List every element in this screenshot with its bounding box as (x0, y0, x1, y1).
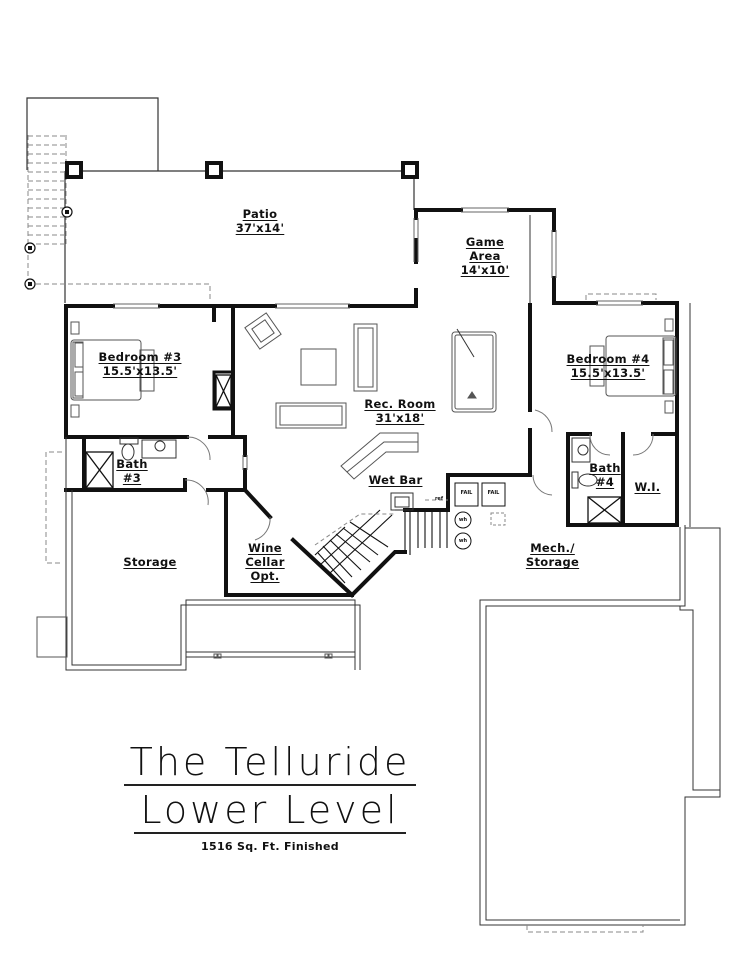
room-label-bath-3: Bath #3 (112, 457, 152, 485)
room-label-bedroom-4: Bedroom #4 15.5'x13.5' (553, 352, 663, 380)
room-name: Mech./ (530, 541, 575, 555)
room-name: Bath (116, 457, 148, 471)
room-name: Rec. Room (364, 397, 436, 411)
room-name: Game (465, 235, 505, 249)
room-size: 31'x18' (375, 411, 425, 425)
room-name: Bath (589, 461, 621, 475)
room-number: #4 (595, 475, 615, 489)
room-size: 15.5'x13.5' (102, 364, 178, 378)
room-name: Area (469, 249, 501, 263)
room-label-walk-in: W.I. (630, 480, 665, 494)
room-name: Wine (248, 541, 282, 555)
room-name: W.I. (634, 480, 661, 494)
room-name: Wet Bar (368, 473, 423, 487)
room-label-bath-4: Bath #4 (585, 461, 625, 489)
room-label-game-area: Game Area 14'x10' (445, 235, 525, 277)
furnace-label-2: FAIL (487, 490, 500, 496)
post (65, 161, 83, 179)
room-label-rec-room: Rec. Room 31'x18' (355, 397, 445, 425)
room-number: #3 (122, 471, 142, 485)
room-label-wet-bar: Wet Bar (358, 473, 433, 487)
room-name: Opt. (250, 569, 280, 583)
room-name: Storage (123, 555, 177, 569)
fridge-label: ref (434, 496, 444, 502)
plan-title: The Telluride (123, 740, 417, 786)
room-label-mech-storage: Mech./ Storage (515, 541, 590, 569)
plan-level: Lower Level (134, 788, 406, 834)
room-name: Cellar (245, 555, 285, 569)
room-size: 14'x10' (460, 263, 510, 277)
room-label-storage: Storage (110, 555, 190, 569)
room-name: Patio (242, 207, 278, 221)
room-size: 37'x14' (235, 221, 285, 235)
room-label-patio: Patio 37'x14' (210, 207, 310, 235)
room-name: Storage (525, 555, 580, 569)
square-footage: 1516 Sq. Ft. Finished (201, 840, 339, 853)
post (205, 161, 223, 179)
furnace-label-1: FAIL (460, 490, 473, 496)
deck-outline (26, 97, 159, 171)
room-name: Bedroom #3 (98, 350, 182, 364)
room-name: Bedroom #4 (566, 352, 650, 366)
room-size: 15.5'x13.5' (570, 366, 646, 380)
room-label-wine-cellar: Wine Cellar Opt. (240, 541, 290, 583)
room-label-bedroom-3: Bedroom #3 15.5'x13.5' (85, 350, 195, 378)
water-heater-label-2: wh (458, 538, 468, 544)
title-block: The Telluride Lower Level 1516 Sq. Ft. F… (120, 740, 420, 853)
post (401, 161, 419, 179)
water-heater-label-1: wh (458, 517, 468, 523)
